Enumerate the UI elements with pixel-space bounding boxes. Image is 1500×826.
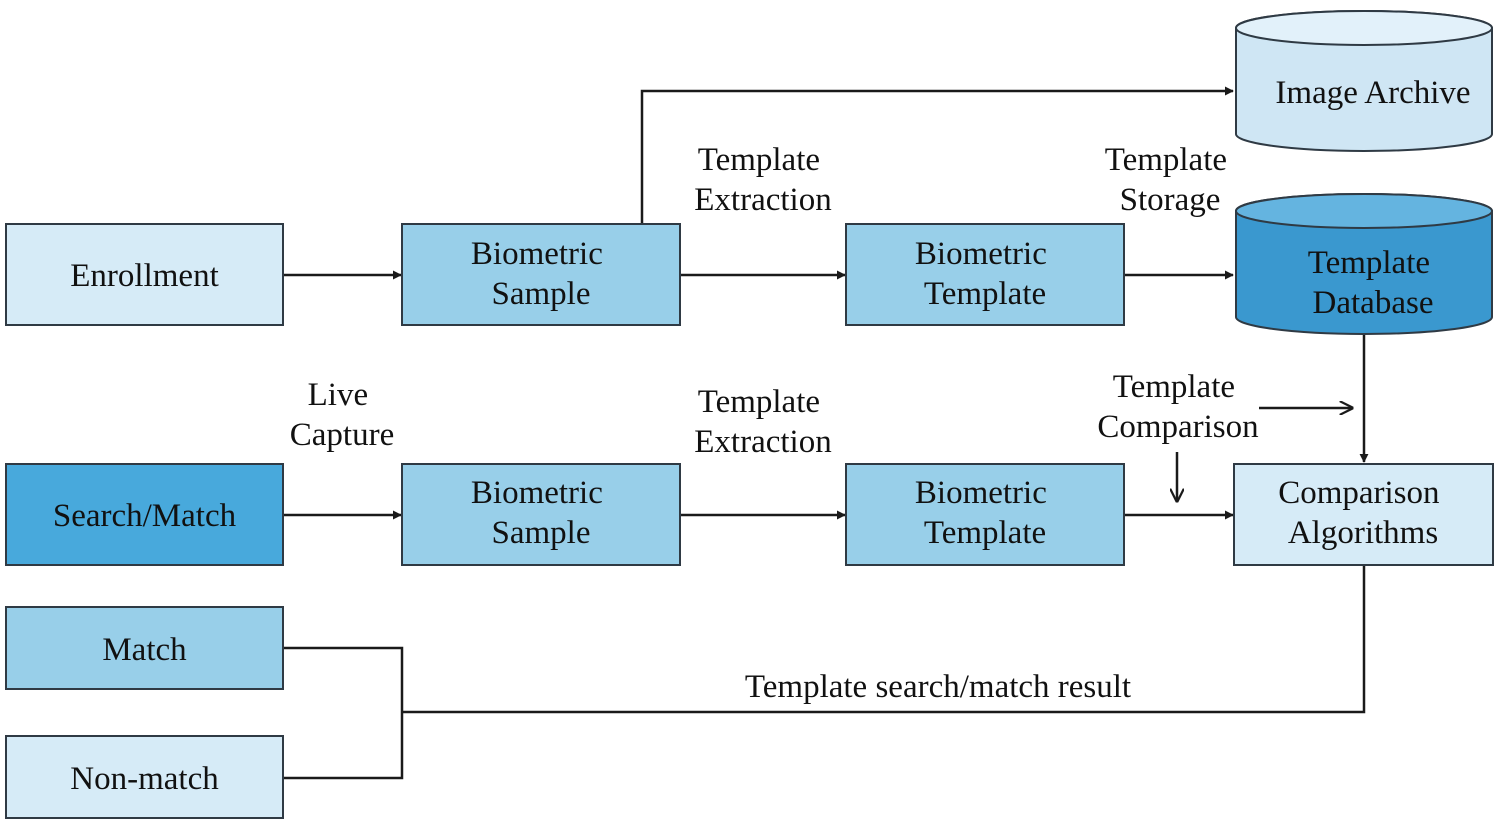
image-archive-label: Image Archive xyxy=(1275,75,1470,111)
result-label: Template search/match result xyxy=(745,669,1131,705)
search-sample-label: Biometric Sample xyxy=(471,475,611,551)
non-match-rect xyxy=(5,735,284,819)
template-extraction-bottom-label: Template Extraction xyxy=(694,384,831,460)
search-match-box: Search/Match xyxy=(5,463,284,566)
non-match-box: Non-match xyxy=(5,735,284,819)
search-sample-rect xyxy=(401,463,681,566)
comparison-algorithms-label: Comparison Algorithms xyxy=(1278,475,1448,551)
enroll-template-label: Biometric Template xyxy=(915,236,1055,312)
search-template-box: Biometric Template xyxy=(845,463,1125,566)
match-label: Match xyxy=(102,632,187,668)
template-extraction-top-label: Template Extraction xyxy=(694,142,831,218)
search-template-rect xyxy=(845,463,1125,566)
template-comparison-label: Template Comparison xyxy=(1097,369,1258,445)
search-sample-box: Biometric Sample xyxy=(401,463,681,566)
image-archive-top xyxy=(1235,10,1493,46)
template-database-cylinder: Template Database xyxy=(1235,193,1493,335)
connectors xyxy=(283,86,1369,780)
enroll-sample-box: Biometric Sample xyxy=(401,223,681,326)
enroll-template-box: Biometric Template xyxy=(845,223,1125,326)
search-match-label: Search/Match xyxy=(53,498,237,534)
template-storage-label: Template Storage xyxy=(1105,142,1236,218)
comparison-algorithms-box: Comparison Algorithms xyxy=(1233,463,1494,566)
non-match-label: Non-match xyxy=(70,761,219,797)
template-database-top xyxy=(1235,193,1493,229)
template-database-label: Template Database xyxy=(1308,245,1439,321)
image-archive-cylinder: Image Archive xyxy=(1235,10,1493,152)
search-match-rect xyxy=(5,463,284,566)
match-rect xyxy=(5,606,284,690)
live-capture-label: Live Capture xyxy=(290,377,394,453)
arrow-sample-to-image-archive xyxy=(640,86,1234,224)
enrollment-box-rect xyxy=(5,223,284,326)
enroll-sample-label: Biometric Sample xyxy=(471,236,611,312)
match-bracket xyxy=(283,646,404,780)
search-template-label: Biometric Template xyxy=(915,475,1055,551)
enroll-template-rect xyxy=(845,223,1125,326)
enrollment-box: Enrollment xyxy=(5,223,284,326)
comparison-algorithms-rect xyxy=(1233,463,1494,566)
result-line xyxy=(402,566,1366,714)
match-box: Match xyxy=(5,606,284,690)
enroll-sample-rect xyxy=(401,223,681,326)
enrollment-label: Enrollment xyxy=(70,258,218,294)
